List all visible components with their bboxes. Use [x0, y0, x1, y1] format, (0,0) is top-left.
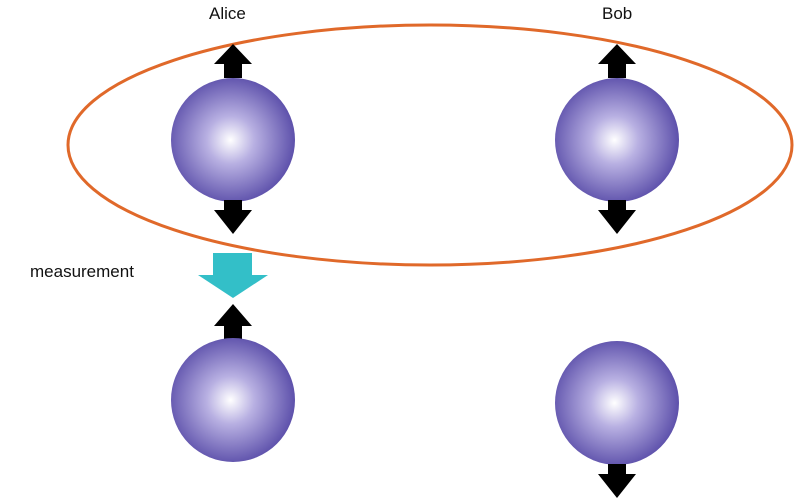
alice-label: Alice — [209, 4, 246, 23]
bob-particle-measured — [555, 341, 679, 465]
measurement-arrow — [198, 253, 268, 298]
bob-label: Bob — [602, 4, 633, 23]
bob-spin-up-arrow — [598, 44, 636, 78]
alice-particle-measured — [171, 338, 295, 462]
bob-spin-down-arrow — [598, 200, 636, 234]
alice-measured-up-arrow — [214, 304, 252, 340]
entanglement-ellipse — [66, 23, 794, 267]
bob-particle-entangled — [555, 78, 679, 202]
alice-spin-up-arrow — [214, 44, 252, 78]
bob-measured-down-arrow — [598, 464, 636, 498]
alice-spin-down-arrow — [214, 200, 252, 234]
alice-particle-entangled — [171, 78, 295, 202]
measurement-label: measurement — [30, 262, 134, 281]
